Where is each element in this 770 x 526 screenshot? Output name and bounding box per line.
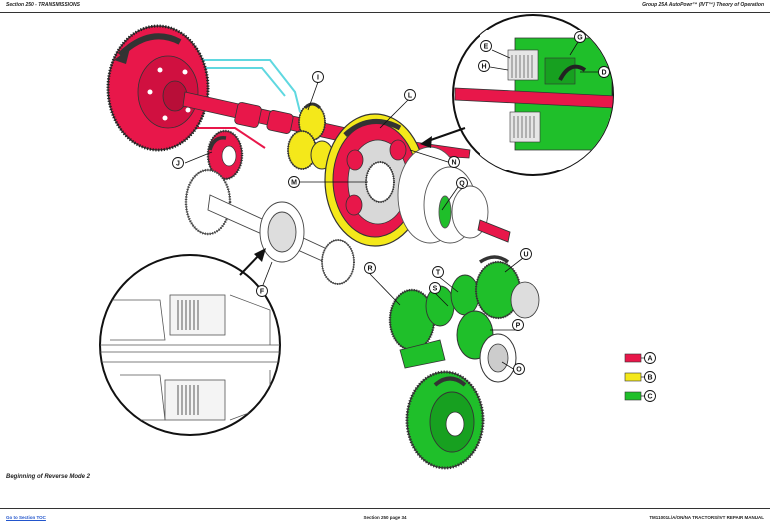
callout-N: N	[448, 156, 460, 168]
page-footer: Go to Section TOC Section 250 page 34 TM…	[0, 508, 770, 526]
svg-text:I: I	[317, 75, 319, 82]
callout-R: R	[364, 262, 376, 274]
svg-text:D: D	[601, 70, 606, 77]
callout-D: D	[598, 66, 610, 78]
svg-text:U: U	[523, 252, 528, 259]
callout-Q: Q	[456, 177, 468, 189]
svg-text:J: J	[176, 161, 180, 168]
footer-manual-id: TM11001L/A/ON/NA TRACTORS/IVT REPAIR MAN…	[649, 515, 764, 520]
figure-caption: Beginning of Reverse Mode 2	[6, 474, 91, 480]
svg-text:G: G	[577, 35, 583, 42]
svg-text:T: T	[436, 270, 441, 277]
callout-U: U	[520, 248, 532, 260]
callout-H: H	[478, 60, 490, 72]
legend: A B C	[624, 352, 656, 402]
svg-text:O: O	[516, 367, 522, 374]
red-gear-j	[206, 129, 244, 181]
callout-M: M	[288, 176, 300, 188]
svg-text:L: L	[408, 93, 413, 100]
callout-G: G	[574, 31, 586, 43]
detail-circle-right	[452, 14, 614, 176]
section-toc-link[interactable]: Go to Section TOC	[6, 515, 46, 520]
svg-text:F: F	[260, 289, 265, 296]
svg-text:B: B	[647, 375, 652, 382]
svg-text:A: A	[647, 356, 652, 363]
callout-P: P	[512, 319, 524, 331]
green-gear-train	[388, 255, 540, 470]
footer-page-number: Section 250 page 34	[363, 515, 407, 520]
svg-text:E: E	[484, 44, 489, 51]
callout-J: J	[172, 157, 184, 169]
legend-item-a: A	[624, 352, 656, 364]
callout-F: F	[256, 285, 268, 297]
callout-L: L	[404, 89, 416, 101]
detail-circle-left	[99, 254, 281, 436]
svg-text:S: S	[433, 286, 438, 293]
svg-text:N: N	[451, 160, 456, 167]
callout-I: I	[312, 71, 324, 83]
callout-leaders	[184, 41, 598, 371]
svg-text:R: R	[367, 266, 372, 273]
header-group: Group 25A AutoPowr™ (IVT™) Theory of Ope…	[642, 2, 764, 8]
callout-T: T	[432, 266, 444, 278]
callout-E: E	[480, 40, 492, 52]
svg-text:Q: Q	[459, 181, 465, 188]
callout-O: O	[513, 363, 525, 375]
page-header: Section 250 - TRANSMISSIONS Group 25A Au…	[0, 0, 770, 13]
legend-item-b: B	[624, 371, 656, 383]
svg-text:P: P	[516, 323, 521, 330]
white-gear-shaft	[184, 168, 355, 285]
planetary-housing	[397, 146, 511, 244]
svg-text:C: C	[647, 394, 652, 401]
hydraulic-lines	[180, 59, 301, 113]
header-section: Section 250 - TRANSMISSIONS	[6, 2, 80, 8]
svg-text:M: M	[291, 180, 297, 187]
flywheel	[106, 24, 210, 152]
legend-item-c: C	[624, 390, 656, 402]
svg-text:H: H	[481, 64, 486, 71]
callout-S: S	[429, 282, 441, 294]
